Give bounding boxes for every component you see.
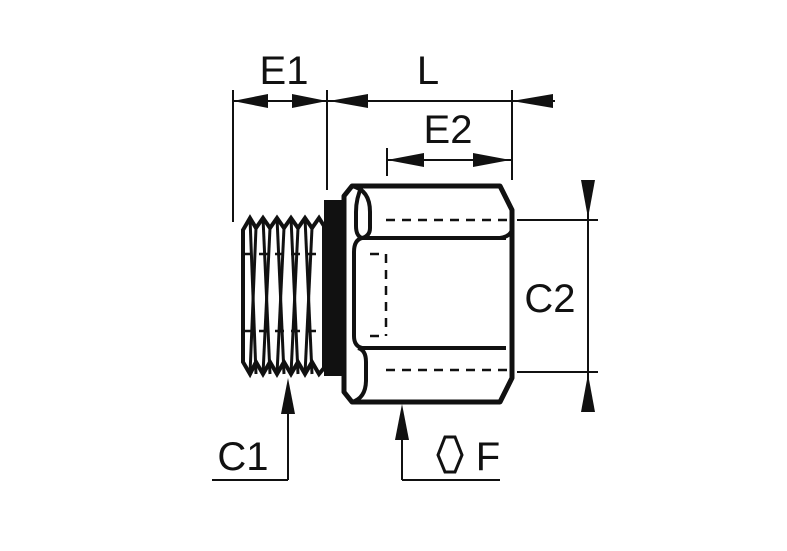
- hex-face-middle: [352, 236, 363, 350]
- l-arrow-left: [329, 94, 368, 108]
- hex-face-bottom: [351, 346, 368, 404]
- e1-label: E1: [260, 49, 309, 93]
- male-thread: [241, 214, 326, 379]
- female-hidden-bore: [370, 218, 512, 372]
- e2-label: E2: [424, 108, 473, 152]
- dimension-c2: [517, 180, 598, 412]
- thread-flanks: [248, 217, 314, 375]
- dimension-e2: [386, 148, 512, 176]
- c2-arrow-top: [581, 180, 595, 218]
- hexagon-icon: [436, 435, 464, 474]
- l-arrow-right: [512, 94, 553, 108]
- male-hidden-bore: [243, 252, 322, 333]
- dimension-e1: [232, 90, 328, 222]
- c1-leader: [212, 378, 295, 481]
- shoulder-collar: [324, 200, 344, 376]
- f-leader: [395, 404, 500, 481]
- c2-arrow-bottom: [581, 374, 595, 412]
- f-arrow: [395, 404, 409, 440]
- c2-label: C2: [524, 277, 575, 321]
- dimension-l: [327, 90, 555, 180]
- e2-arrow-left: [387, 153, 424, 167]
- e1-arrow-left: [233, 94, 268, 108]
- e2-arrow-right: [473, 153, 510, 167]
- hex-face-top: [351, 184, 514, 240]
- hex-face-upper-left: [354, 185, 364, 240]
- e1-arrow-right: [292, 94, 327, 108]
- c1-arrow: [281, 378, 295, 414]
- c1-label: C1: [217, 435, 268, 479]
- hex-body: [341, 183, 515, 405]
- f-label: F: [476, 435, 500, 479]
- l-label: L: [417, 49, 439, 93]
